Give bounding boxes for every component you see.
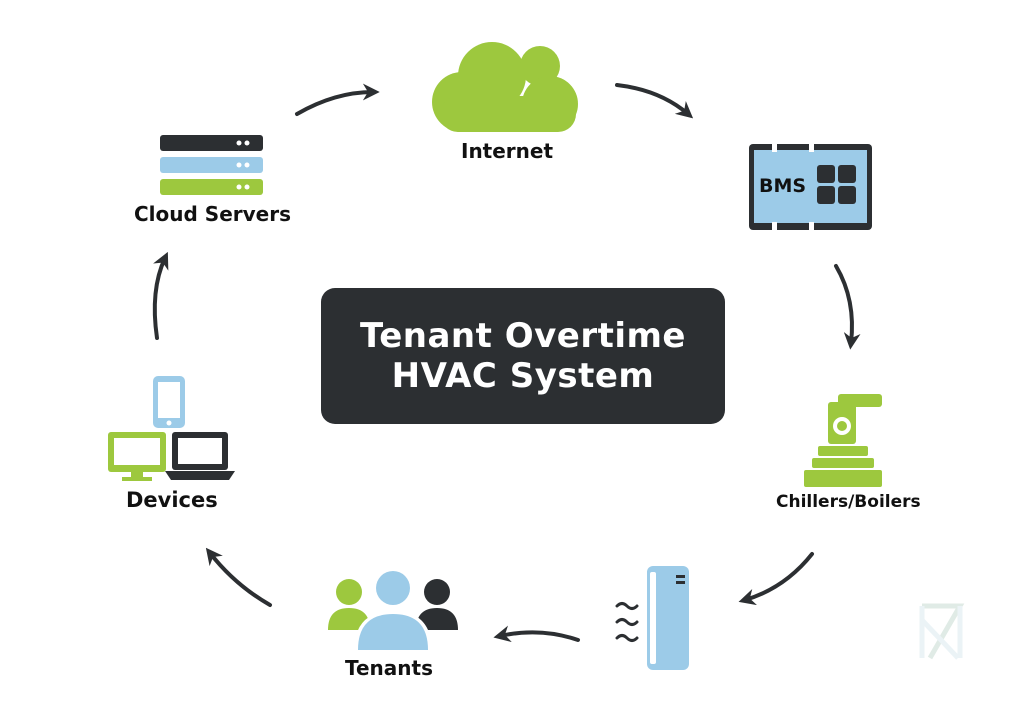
cloud-servers-label: Cloud Servers: [134, 202, 291, 226]
arrow-devices-to-servers: [152, 251, 169, 340]
chillers-boilers-label: Chillers/Boilers: [776, 492, 921, 512]
arrow-bms-to-chillers: [834, 264, 861, 350]
bms-panel-icon: [749, 144, 872, 230]
title-line-2: HVAC System: [391, 356, 655, 396]
tenants-label: Tenants: [345, 656, 433, 680]
internet-label: Internet: [461, 139, 554, 163]
devices-icon: [108, 376, 235, 481]
title-box: Tenant Overtime HVAC System: [321, 288, 725, 424]
devices-label: Devices: [126, 488, 218, 512]
arrow-tenants-to-devices: [205, 547, 272, 607]
air-unit-icon: [615, 566, 689, 670]
arrow-internet-to-bms: [615, 83, 694, 119]
chiller-boiler-icon: [804, 394, 882, 487]
arrow-unit-to-tenants: [493, 625, 580, 642]
cloud-icon: [432, 42, 578, 132]
logo-watermark-icon: [919, 603, 965, 660]
server-stack-icon: [160, 135, 263, 195]
arrow-servers-to-internet: [295, 83, 380, 116]
arrow-chillers-to-unit: [738, 552, 814, 606]
tenants-icon: [328, 568, 458, 652]
bms-label: BMS: [759, 175, 807, 197]
title-line-1: Tenant Overtime: [360, 316, 686, 356]
